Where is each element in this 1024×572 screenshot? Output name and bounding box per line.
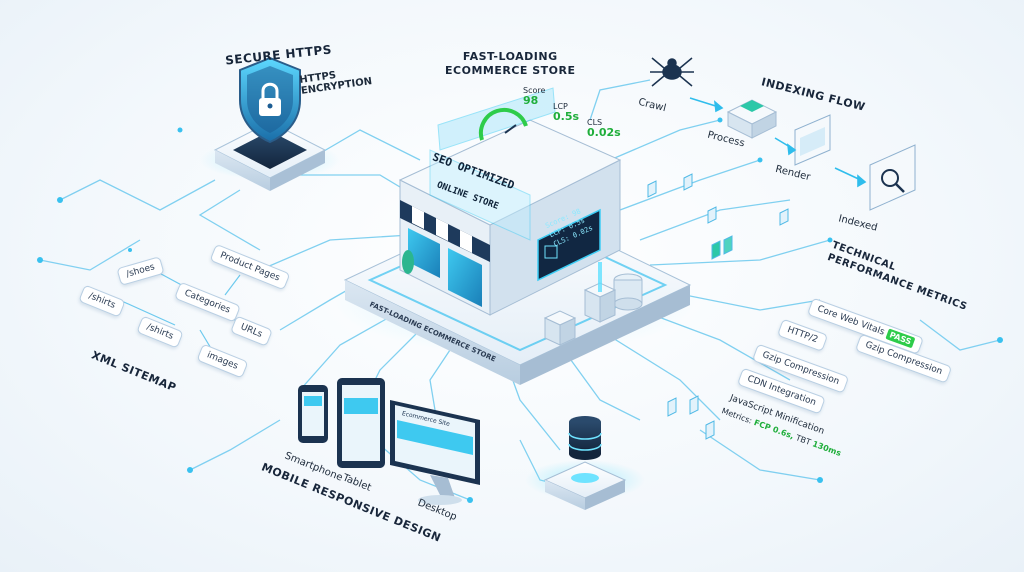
metric-lcp: LCP 0.5s <box>553 102 579 122</box>
store-title: FAST-LOADING ECOMMERCE STORE <box>445 50 576 77</box>
metric-score-label: Score <box>523 86 546 95</box>
metric-lcp-label: LCP <box>553 102 568 111</box>
indexed-icon <box>869 144 916 211</box>
devices-module <box>298 378 480 505</box>
shield-icon <box>239 56 301 144</box>
circuit-nodes <box>37 117 1003 503</box>
floating-documents <box>647 173 789 440</box>
desktop-icon <box>390 400 480 505</box>
store-module <box>335 87 695 385</box>
spider-icon <box>650 57 694 87</box>
metric-score-value: 98 <box>523 94 539 107</box>
metric-cls-label: CLS <box>587 118 603 127</box>
indexing-module <box>650 57 916 211</box>
chip-icon <box>544 245 558 259</box>
database-module <box>525 416 645 510</box>
server-stacks <box>543 262 643 346</box>
tablet-icon <box>337 378 385 468</box>
database-icon <box>568 416 602 460</box>
render-icon <box>794 114 831 166</box>
seo-sign <box>429 87 556 241</box>
metric-lcp-value: 0.5s <box>553 110 580 123</box>
process-icon <box>726 99 778 139</box>
flow-arrows <box>689 97 867 188</box>
metric-score: Score 98 <box>523 86 545 106</box>
metric-cls: CLS 0.02s <box>587 118 621 138</box>
smartphone-icon <box>298 385 328 443</box>
search-icon <box>881 169 899 187</box>
secure-https-module <box>200 56 340 191</box>
metric-cls-value: 0.02s <box>587 126 621 139</box>
store-awning <box>400 200 490 262</box>
plant-icon <box>402 250 414 274</box>
